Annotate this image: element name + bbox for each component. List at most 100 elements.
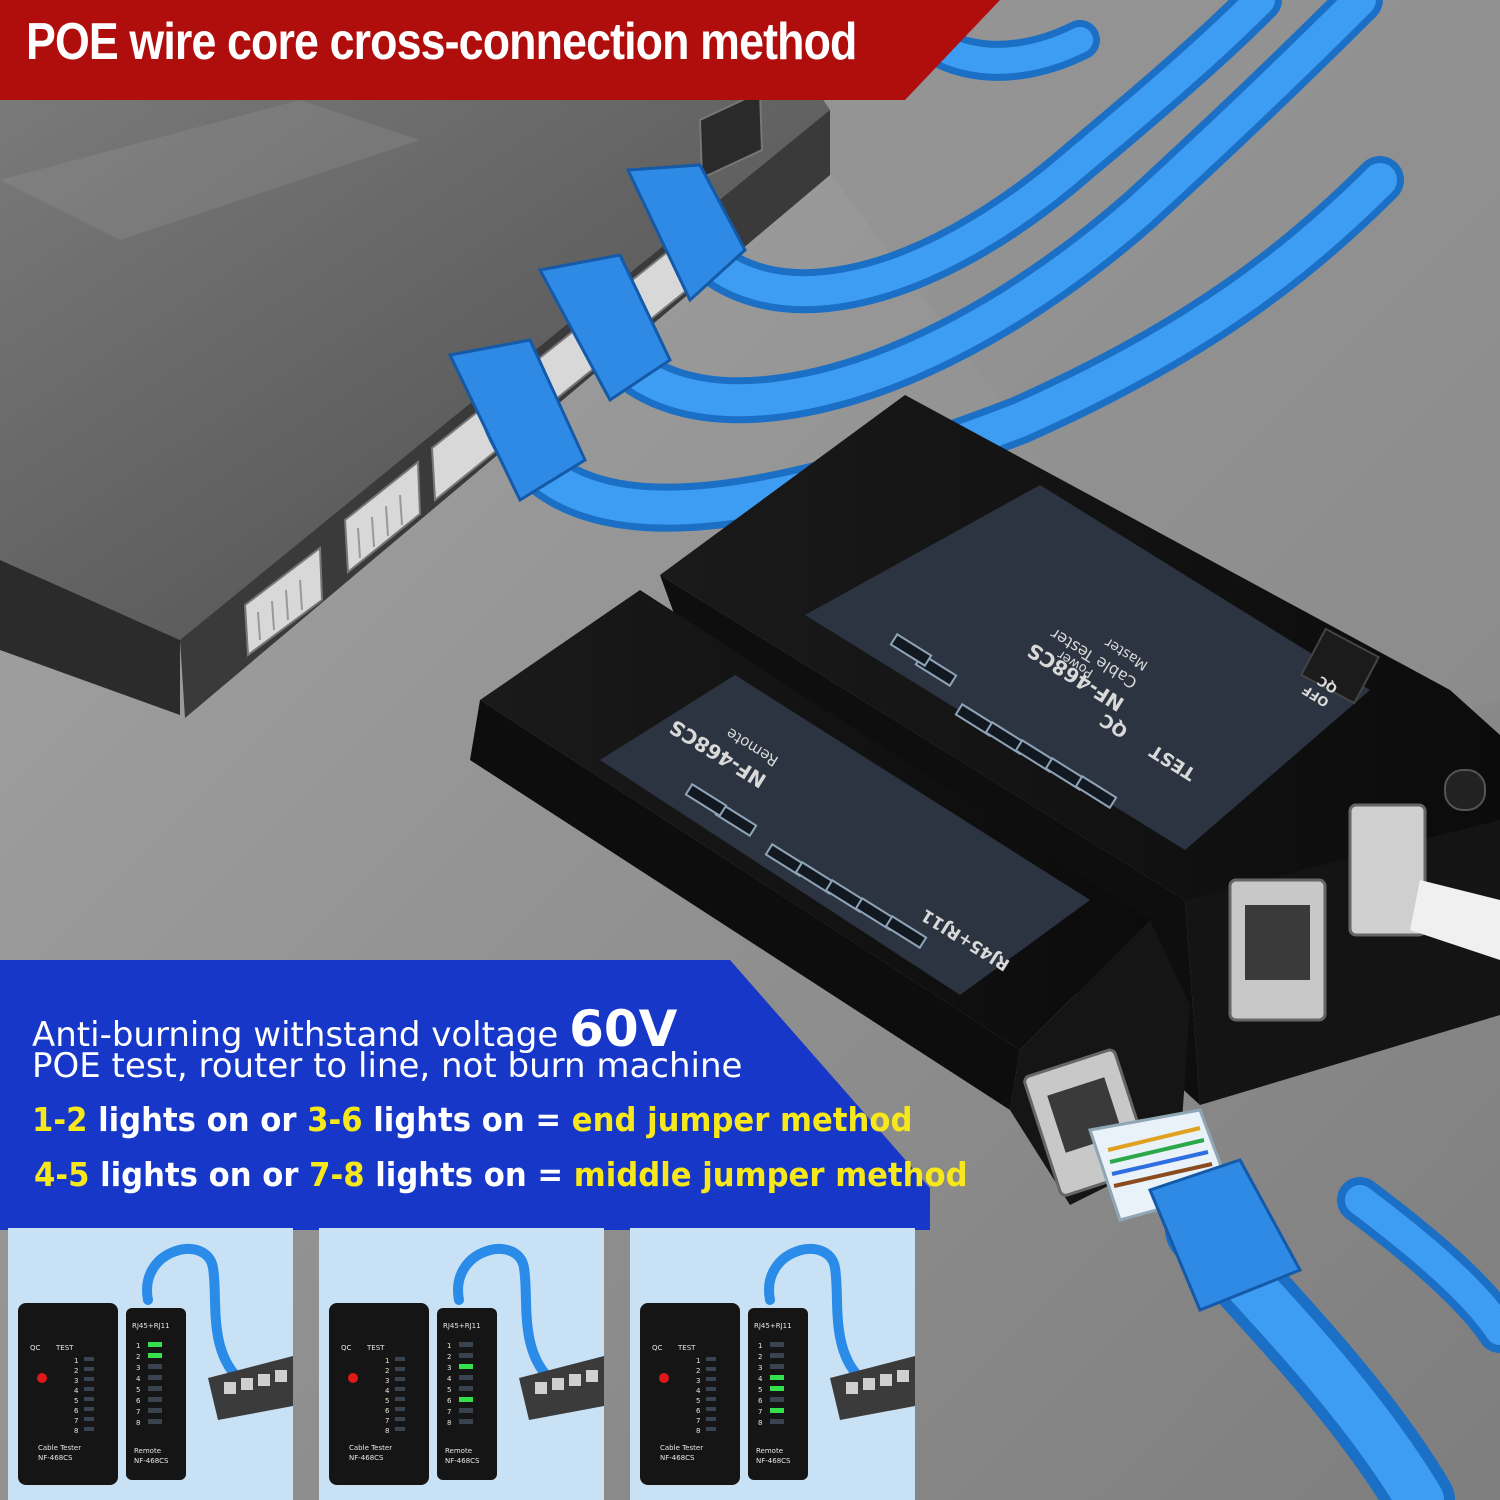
thumb-remote-led [770,1397,784,1402]
thumb-switch-port [569,1374,581,1386]
thumb-master-led [395,1357,405,1361]
thumb-remote-led-on [148,1342,162,1347]
thumb-remote-led-on [459,1364,473,1369]
plug-boots [447,163,747,503]
thumb-remote-pin-label: 1 [136,1342,140,1350]
thumb-remote-led [770,1364,784,1369]
thumb-switch-port [224,1382,236,1394]
thumb-switch-port [586,1370,598,1382]
thumb-remote-pin-label: 7 [447,1408,451,1416]
thumb-master-led [84,1377,94,1381]
thumb-master-model: NF-468CS [349,1454,384,1462]
thumb-switch-port [846,1382,858,1394]
thumb-master-pin-label: 4 [696,1387,701,1395]
thumb-remote [437,1308,497,1480]
thumb-master-pin-label: 2 [74,1367,78,1375]
thumb-switch-port [241,1378,253,1390]
thumb-cable [453,1244,554,1383]
thumb-remote-led [148,1386,162,1391]
thumb-master-led [395,1397,405,1401]
thumb-master-pin-label: 1 [696,1357,700,1365]
thumb-remote-led [148,1397,162,1402]
thumb-switch-port [535,1382,547,1394]
thumb-remote-pin-label: 6 [136,1397,141,1405]
thumb-master-led [706,1377,716,1381]
thumb-remote-pin-label: 3 [136,1364,140,1372]
thumb-remote-role: Remote [445,1447,472,1455]
thumb-remote-pin-label: 1 [758,1342,762,1350]
thumb-master-led [84,1357,94,1361]
thumb-remote-pin-label: 8 [447,1419,451,1427]
thumb-remote-led-on [770,1386,784,1391]
thumb-remote-model: NF-468CS [445,1457,480,1465]
lights-on-or: lights on or [87,1100,308,1139]
thumb-master [329,1303,429,1485]
pins-7-8: 7-8 [309,1155,365,1194]
thumb-remote-led-on [459,1397,473,1402]
thumb-test-label: TEST [677,1344,696,1352]
voltage-line: Anti-burning withstand voltage 60V [32,1000,677,1058]
thumb-qc-label: QC [30,1344,41,1352]
thumb-master [18,1303,118,1485]
thumb-test-label: TEST [55,1344,74,1352]
thumb-qc-label: QC [652,1344,663,1352]
thumb-remote-model: NF-468CS [756,1457,791,1465]
thumb-red-led [659,1373,669,1383]
thumb-master-pin-label: 8 [74,1427,78,1435]
thumb-remote-pin-label: 5 [447,1386,451,1394]
thumb-remote-led [459,1342,473,1347]
thumb-master [640,1303,740,1485]
thumb-master-model: NF-468CS [660,1454,695,1462]
thumb-master-led [84,1417,94,1421]
poe-test-line: POE test, router to line, not burn machi… [32,1046,743,1086]
thumb-remote-led [770,1419,784,1424]
thumb-remote-led [459,1408,473,1413]
thumb-master-led [706,1427,716,1431]
thumb-switch-port [552,1378,564,1390]
end-jumper-line: 1-2 lights on or 3-6 lights on = end jum… [32,1100,912,1139]
voltage-value: 60V [569,1000,678,1058]
thumb-remote-led [459,1386,473,1391]
thumb-master-led [706,1357,716,1361]
thumb-master-pin-label: 2 [696,1367,700,1375]
thumb-master-name: Cable Tester [660,1444,703,1452]
thumb-remote-ports: RJ45+RJ11 [132,1322,170,1330]
thumb-master-pin-label: 8 [385,1427,389,1435]
thumb-remote-ports: RJ45+RJ11 [754,1322,792,1330]
thumb-master-led [395,1427,405,1431]
middle-jumper-line: 4-5 lights on or 7-8 lights on = middle … [34,1155,968,1194]
thumb-master-led [84,1367,94,1371]
thumb-master-pin-label: 7 [74,1417,78,1425]
thumb-remote-led [459,1353,473,1358]
info-panel-shape [0,960,930,1230]
thumb-remote-pin-label: 8 [758,1419,762,1427]
thumb-red-led [348,1373,358,1383]
thumb-master-pin-label: 1 [74,1357,78,1365]
thumb-remote-pin-label: 2 [758,1353,762,1361]
pins-1-2: 1-2 [32,1100,88,1139]
thumb-master-led [395,1417,405,1421]
thumb-master-pin-label: 7 [696,1417,700,1425]
thumb-red-led [37,1373,47,1383]
thumb-remote-led [148,1364,162,1369]
thumb-remote-led [148,1375,162,1380]
thumb-remote-led [459,1375,473,1380]
thumb-master-led [395,1377,405,1381]
voltage-text: Anti-burning withstand voltage [32,1015,570,1055]
thumb-cable [142,1244,243,1383]
thumb-master-led [84,1387,94,1391]
thumb-master-name: Cable Tester [349,1444,392,1452]
thumb-master-pin-label: 7 [385,1417,389,1425]
thumb-remote-led [770,1342,784,1347]
thumb-master-led [84,1397,94,1401]
thumb-remote [126,1308,186,1480]
thumb-remote-led [459,1419,473,1424]
thumb-switch-port [275,1370,287,1382]
master-led-rows [889,632,1118,810]
thumb-switch-port [880,1374,892,1386]
thumb-remote-role: Remote [134,1447,161,1455]
thumb-master-pin-label: 1 [385,1357,389,1365]
thumb-cable [764,1244,865,1383]
thumb-remote-led-on [770,1408,784,1413]
